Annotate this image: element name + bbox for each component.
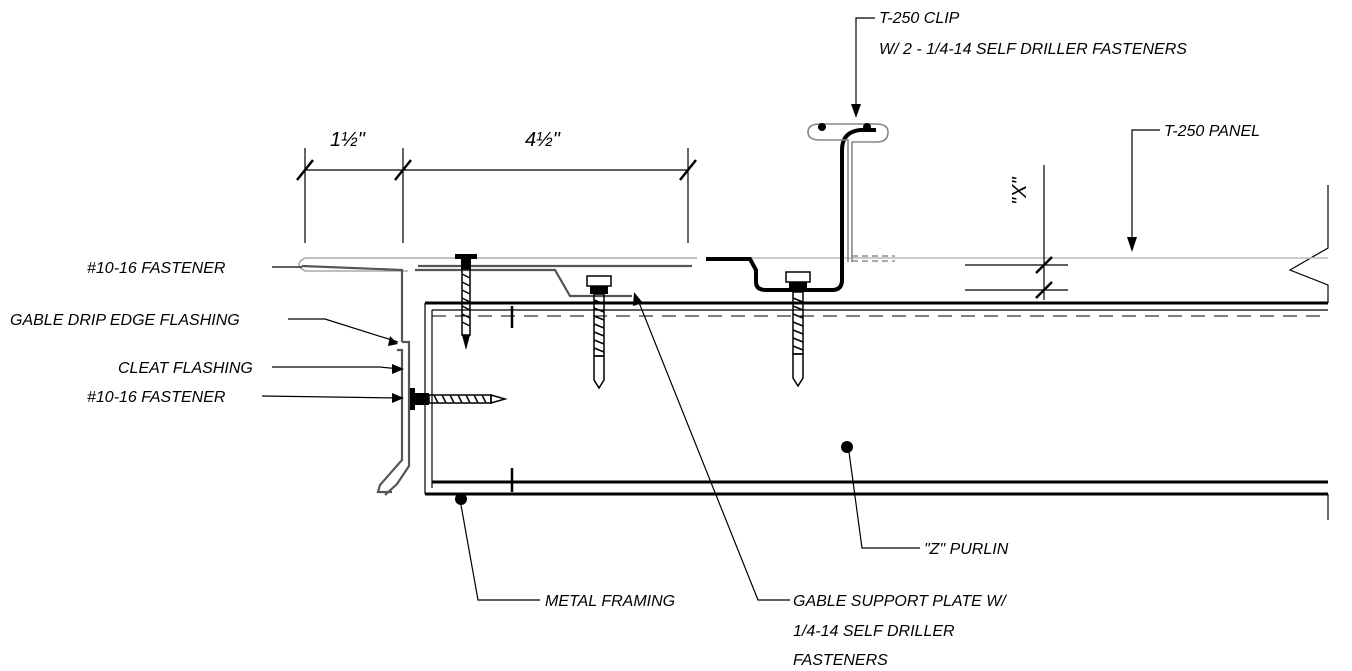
label-gable-support-plate-line3: FASTENERS [793,652,888,669]
fastener-top-10-16 [455,254,477,350]
z-purlin [424,301,1328,496]
label-fastener-top: #10-16 FASTENER [87,260,226,277]
cleat-flashing [376,340,411,496]
label-t250-clip: T-250 CLIP [879,10,960,27]
panel-rib [706,128,876,292]
dimension-1-1-2: 1½" [330,129,366,151]
label-t250-panel: T-250 PANEL [1164,123,1260,140]
dimension-x: "X" [1009,177,1031,205]
dimension-4-1-2: 4½" [525,129,561,151]
leader-lines [261,17,1160,601]
label-t250-clip-fasteners: W/ 2 - 1/4-14 SELF DRILLER FASTENERS [879,41,1187,58]
label-fastener-side: #10-16 FASTENER [87,389,226,406]
framing-dot [455,493,467,505]
t250-clip [807,123,895,262]
label-gable-support-plate: GABLE SUPPORT PLATE W/ [793,593,1007,610]
fastener-clip [785,271,811,388]
label-cleat-flashing: CLEAT FLASHING [118,360,253,377]
purlin-hole-dot [841,441,853,453]
label-metal-framing: METAL FRAMING [545,593,675,610]
gable-support-plate [415,268,632,298]
dimension-lines [296,148,1068,300]
label-z-purlin: "Z" PURLIN [924,541,1009,558]
fastener-side-10-16 [410,388,508,410]
label-gable-drip-edge-flashing: GABLE DRIP EDGE FLASHING [10,312,240,329]
label-gable-support-plate-line2: 1/4-14 SELF DRILLER [793,623,955,640]
break-line [1288,185,1329,520]
fastener-support-plate [586,275,612,390]
